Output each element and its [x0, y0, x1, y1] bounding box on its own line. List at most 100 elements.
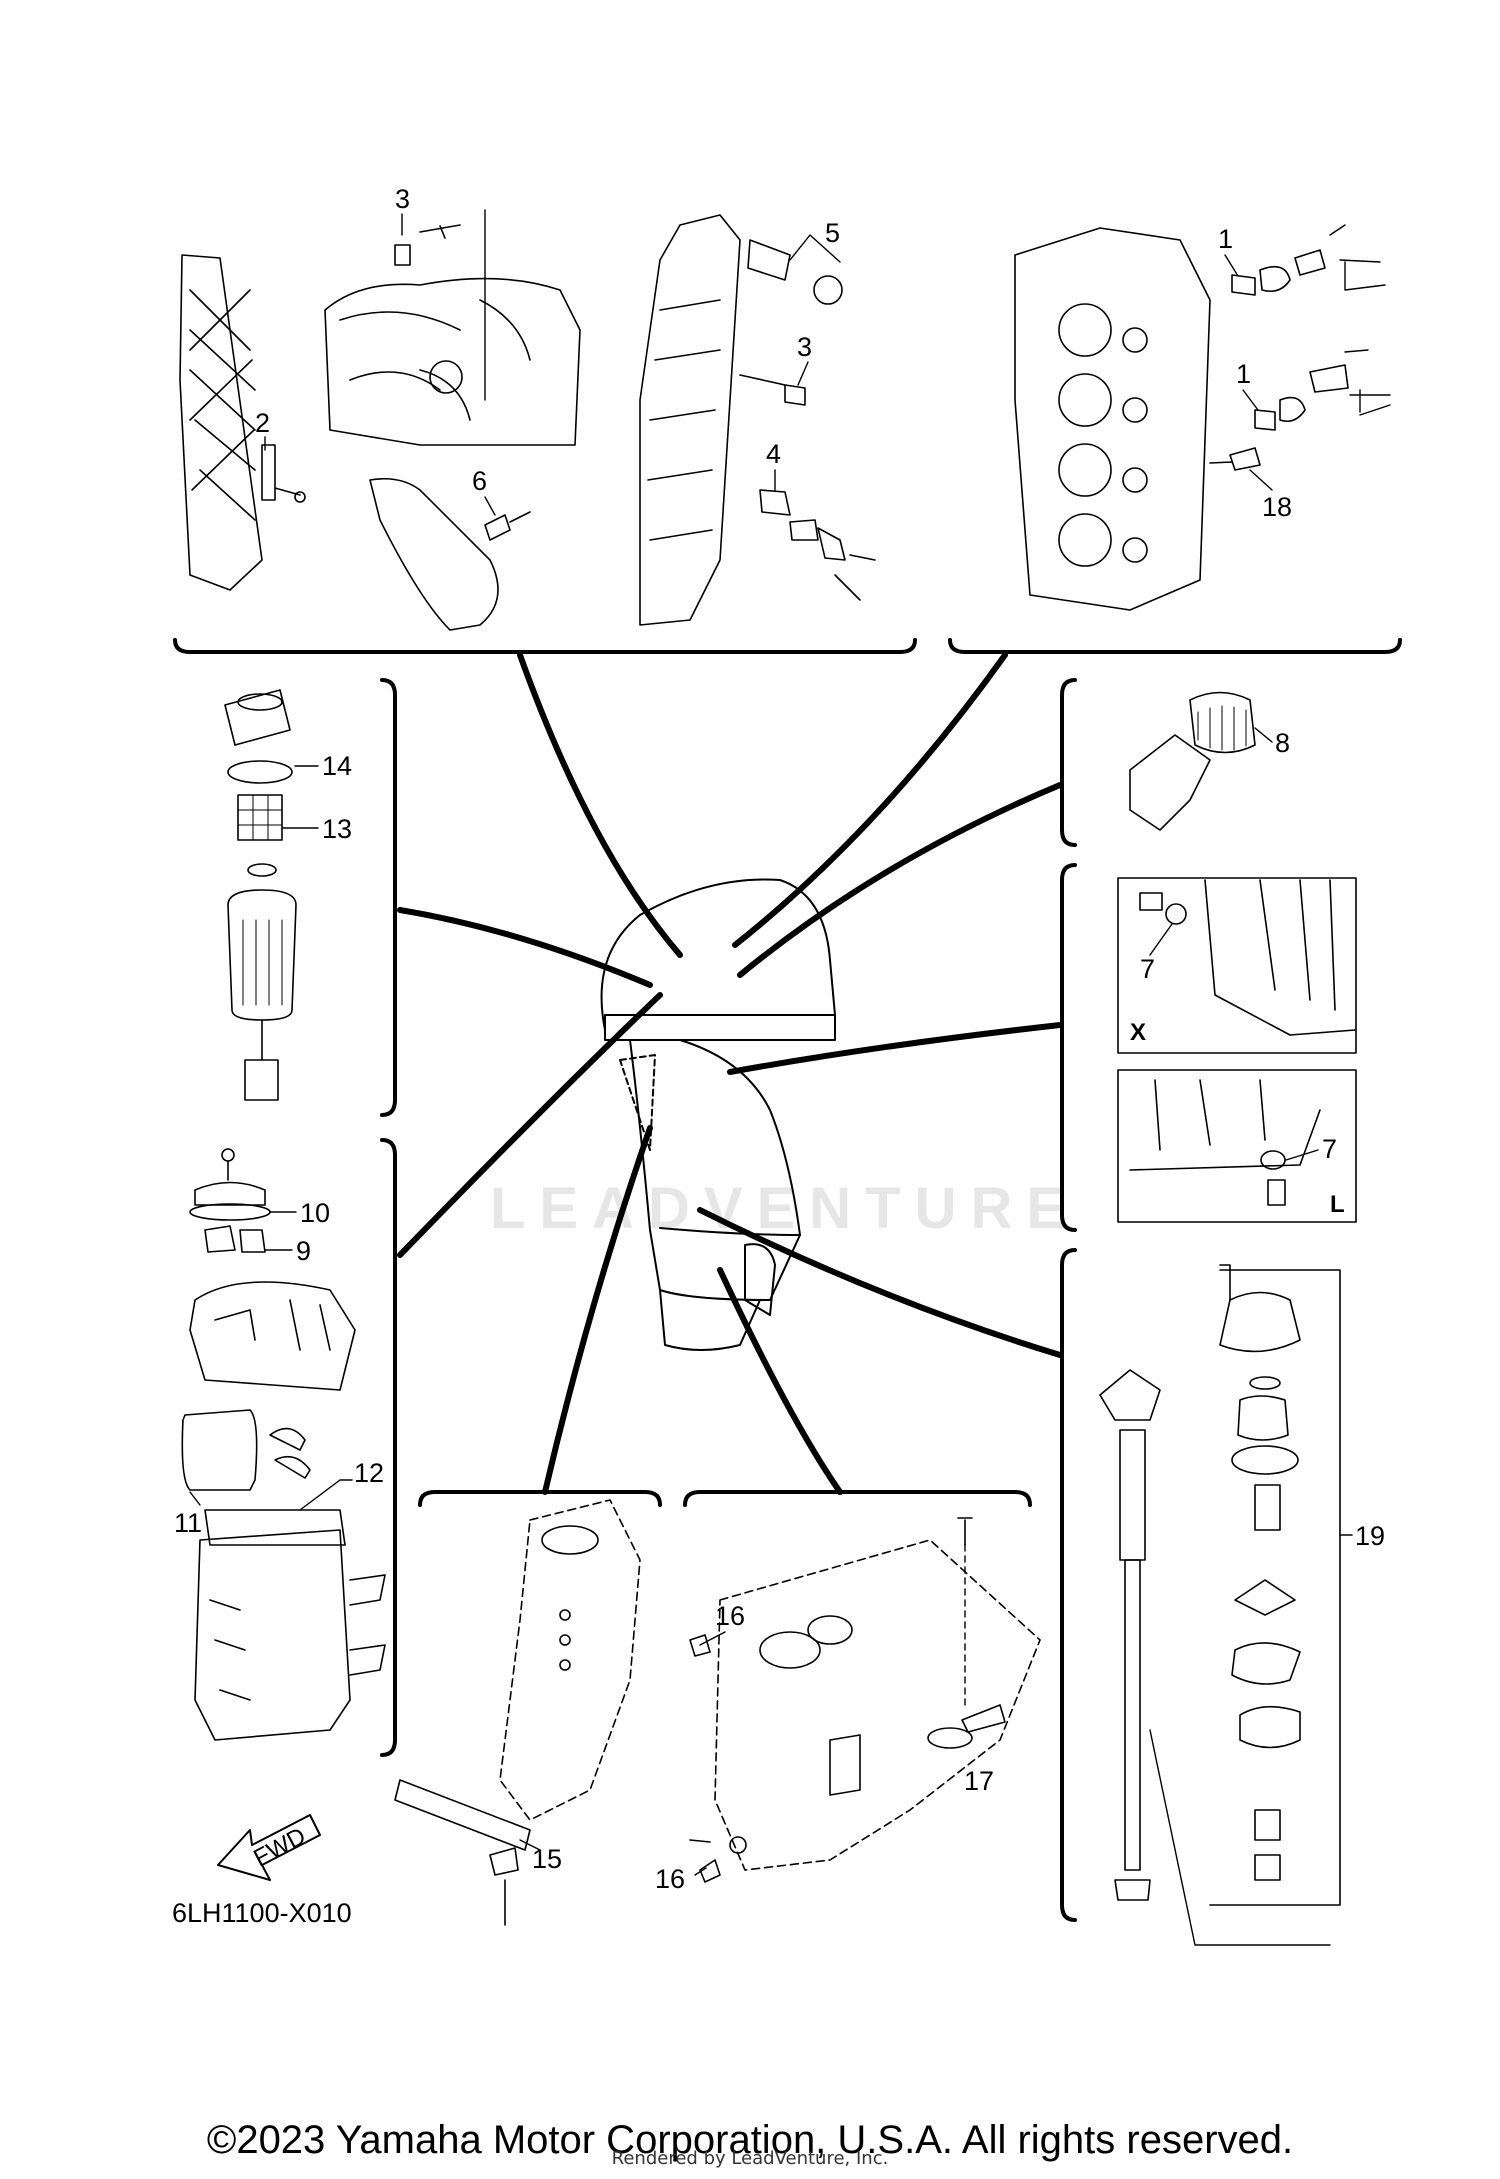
leader-19-lower	[1149, 1729, 1331, 1946]
view-x-label: X	[1130, 1019, 1146, 1046]
water-sensor	[244, 1019, 279, 1101]
drain-plug-views	[1117, 877, 1357, 1223]
cylinder-head	[1014, 227, 1211, 611]
filter-bracket	[1129, 734, 1211, 831]
callout-3b: 3	[797, 332, 812, 362]
oil-filter-part-8	[1189, 691, 1256, 754]
top-cowling	[600, 878, 836, 1031]
pump-liner	[1237, 1395, 1289, 1441]
anode-part-6	[484, 511, 531, 541]
gasket-part-7a	[1165, 903, 1187, 925]
callout-11: 11	[174, 1508, 202, 1538]
bracket-bottom-mid-2	[683, 1490, 1032, 1507]
thermostat-part-5	[747, 239, 791, 281]
callout-16b: 16	[655, 1864, 685, 1894]
callout-7b: 7	[1322, 1134, 1337, 1164]
callout-2: 2	[255, 408, 270, 438]
anode-part-16b	[689, 1839, 711, 1843]
drive-shaft-pinion	[1114, 1879, 1151, 1901]
callout-15: 15	[532, 1844, 562, 1874]
callout-7a: 7	[1140, 954, 1155, 984]
screw-part-10	[221, 1148, 235, 1162]
leader-c6	[484, 496, 496, 516]
leader-c11	[189, 1491, 201, 1506]
callout-1a: 1	[1218, 224, 1233, 254]
callout-10: 10	[300, 1198, 330, 1228]
callouts: 3 2 6 5 3 4 1 1 18 14 13 8 7 X 7 L 10 9 …	[172, 184, 1385, 1928]
bracket-right-1	[1060, 678, 1077, 847]
view-l-details	[1129, 1079, 1321, 1171]
leader-c18	[1249, 469, 1273, 491]
fuel-filter-area	[224, 689, 297, 1101]
lower-unit-opening-1	[759, 1631, 821, 1669]
bolt-part-3a	[419, 224, 461, 239]
kit-bracket-19	[1209, 1269, 1341, 1906]
leader-upper-case	[542, 1125, 653, 1495]
seals	[1254, 1809, 1281, 1881]
exhaust-plate-area	[639, 214, 876, 626]
callout-12: 12	[354, 1458, 384, 1488]
gasket-ribs	[189, 289, 256, 521]
view-x-details	[1204, 879, 1356, 1036]
o-ring-1	[1249, 1376, 1281, 1390]
exhaust-plate	[639, 214, 741, 626]
leader-15	[519, 1839, 541, 1851]
combustion-chamber-1	[1058, 303, 1112, 357]
upper-housing	[1099, 1369, 1161, 1421]
thermostat-part-3a	[394, 244, 411, 266]
gasket-part-7b	[1260, 1150, 1286, 1170]
bolt-water-pump	[1219, 1264, 1231, 1301]
separator-body	[194, 1529, 351, 1741]
anode-part-2	[261, 444, 301, 501]
leader-5	[789, 234, 841, 263]
lower-unit-opening-2	[807, 1615, 853, 1645]
gasket-part-10	[189, 1203, 271, 1221]
port-2	[1122, 397, 1148, 423]
callout-18: 18	[1262, 492, 1292, 522]
leader-c1b	[1242, 389, 1259, 411]
filter-head	[224, 689, 291, 746]
trim-tab-fin	[961, 1704, 1006, 1733]
bolts-1a	[1329, 224, 1386, 291]
callout-3a: 3	[395, 184, 410, 214]
leader-drain-plug	[727, 1022, 1063, 1075]
port-4	[1122, 537, 1148, 563]
upper-case-hole-1	[559, 1609, 571, 1621]
gasket-plate	[1239, 1705, 1301, 1749]
sensor-housing-1a	[1259, 249, 1326, 293]
leader-c7a	[1149, 923, 1173, 956]
thermostat-housing	[429, 360, 463, 394]
oil-filter-area	[1129, 691, 1256, 831]
view-l-label: L	[1330, 1191, 1345, 1218]
bolt-part-17	[957, 1517, 973, 1546]
fwd-arrow-shape	[217, 1814, 321, 1881]
callout-19: 19	[1355, 1521, 1385, 1551]
callout-8: 8	[1275, 728, 1290, 758]
thermo-switch-part-1a	[1231, 274, 1256, 296]
filter-cup	[227, 889, 297, 1021]
separator-lid	[189, 1281, 356, 1391]
pump-parts	[269, 1427, 311, 1479]
watermark-text: LEADVENTURE	[490, 1176, 1079, 1241]
filter-spring	[247, 863, 277, 877]
leader-top-right	[732, 652, 1008, 948]
bracket-bottom-mid-1	[418, 1490, 662, 1507]
diagram-code: 6LH1100-X010	[172, 1898, 352, 1928]
leader-c3b	[797, 361, 809, 386]
sensor-housing-1b	[1279, 364, 1349, 423]
valve-assembly	[789, 519, 876, 601]
bolt-part-16b	[699, 1859, 721, 1883]
view-l-frame	[1117, 1069, 1357, 1223]
anode-part-15	[394, 1779, 531, 1851]
bolt-part-2	[294, 491, 306, 503]
rendered-by-notice: Rendered by LeadVenture, Inc.	[611, 2148, 889, 2169]
o-ring-2	[1231, 1445, 1299, 1475]
exhaust-cover-gasket	[179, 254, 263, 591]
cylinder-block-head	[324, 277, 581, 446]
gearcase	[659, 1289, 761, 1351]
insert-cartridge	[1254, 1484, 1281, 1531]
cylinder-head-area	[1014, 224, 1391, 611]
combustion-chamber-4	[1058, 513, 1112, 567]
midsection	[629, 1039, 801, 1301]
